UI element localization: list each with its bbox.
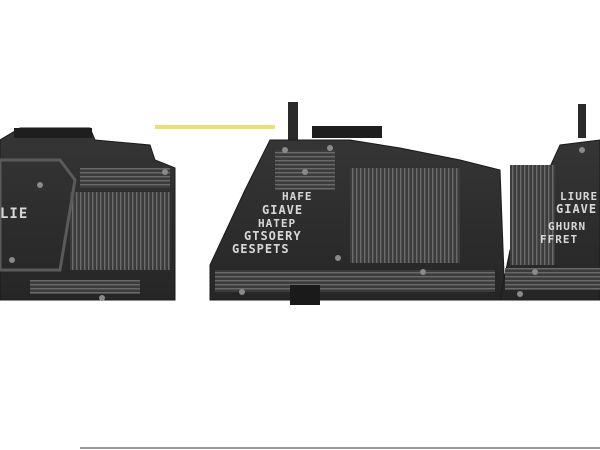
left-card-screw-2: [9, 257, 15, 263]
right-graphics-card: LIURE GIAVE GHURN FFRET: [499, 104, 600, 301]
left-card-screw-4: [162, 169, 168, 175]
center-card-label-5: GESPETS: [232, 242, 290, 256]
center-card-connector: [290, 285, 320, 305]
right-card-label-3: GHURN: [548, 220, 586, 233]
left-card-heatsink-upper: [80, 168, 170, 188]
center-card-screw-3: [302, 169, 308, 175]
left-card-frame: [0, 158, 77, 272]
center-card-label-3: HATEP: [258, 217, 296, 230]
left-card-heatsink-lower: [30, 280, 140, 294]
right-card-heatsink-left: [510, 165, 555, 265]
left-card-top-bracket: [14, 128, 92, 138]
left-card-label: LIE: [0, 206, 28, 222]
left-card-screw-1: [37, 182, 43, 188]
center-card-screw-5: [420, 269, 426, 275]
left-card-screw-3: [99, 295, 105, 301]
right-card-screw-1: [579, 147, 585, 153]
center-card-heatsink-right: [350, 168, 460, 263]
right-card-io-bracket: [578, 104, 586, 138]
right-card-screw-2: [532, 269, 538, 275]
right-card-label-2: GIAVE: [556, 202, 597, 216]
center-card-io-tab: [312, 126, 382, 138]
left-graphics-card: LIE: [0, 125, 275, 301]
center-card-label-2: GIAVE: [262, 203, 303, 217]
center-card-label-4: GTSOERY: [244, 229, 302, 243]
center-graphics-card: HAFE GIAVE HATEP GTSOERY GESPETS: [209, 102, 506, 305]
right-card-label-4: FFRET: [540, 233, 578, 246]
center-card-label-1: HAFE: [282, 190, 313, 203]
right-card-heatsink-bottom: [505, 268, 600, 290]
center-card-screw-6: [239, 289, 245, 295]
center-card-screw-1: [282, 147, 288, 153]
left-card-gold-edge: [155, 125, 275, 129]
center-card-screw-4: [335, 255, 341, 261]
right-card-screw-3: [517, 291, 523, 297]
right-card-label-1: LIURE: [560, 190, 598, 203]
center-card-io-bracket: [288, 102, 298, 142]
center-card-heatsink-bottom: [215, 270, 495, 292]
center-card-screw-2: [327, 145, 333, 151]
left-card-heatsink-main: [70, 192, 170, 270]
